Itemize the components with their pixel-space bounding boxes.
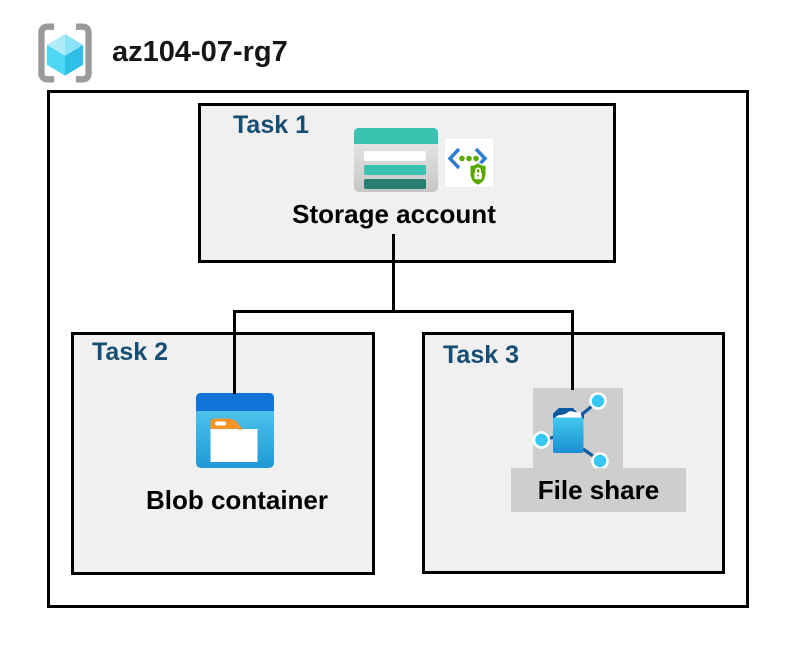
connector-to-file-share (571, 310, 574, 390)
resource-group-title: az104-07-rg7 (112, 36, 288, 68)
file-share-icon-backdrop (533, 388, 623, 470)
secured-endpoint-icon (445, 139, 493, 187)
task1-box: Task 1 Storage (198, 103, 616, 263)
file-share-label-backdrop: File share (511, 468, 686, 512)
task2-box: Task 2 Blob container (71, 332, 375, 575)
storage-account-label: Storage account (292, 199, 496, 229)
connector-horizontal (233, 310, 574, 313)
file-share-label: File share (537, 474, 660, 505)
connector-to-blob-container (233, 310, 236, 394)
task1-label: Task 1 (233, 111, 309, 139)
connector-storage-stem (392, 234, 395, 312)
blob-container-icon (196, 393, 274, 468)
storage-account-icon (354, 128, 438, 192)
task3-label: Task 3 (443, 341, 519, 369)
task2-label: Task 2 (92, 338, 168, 366)
resource-group-icon (38, 23, 92, 83)
blob-container-label: Blob container (145, 485, 328, 515)
task3-box: Task 3 File shar (422, 332, 725, 574)
file-share-icon (533, 392, 609, 470)
